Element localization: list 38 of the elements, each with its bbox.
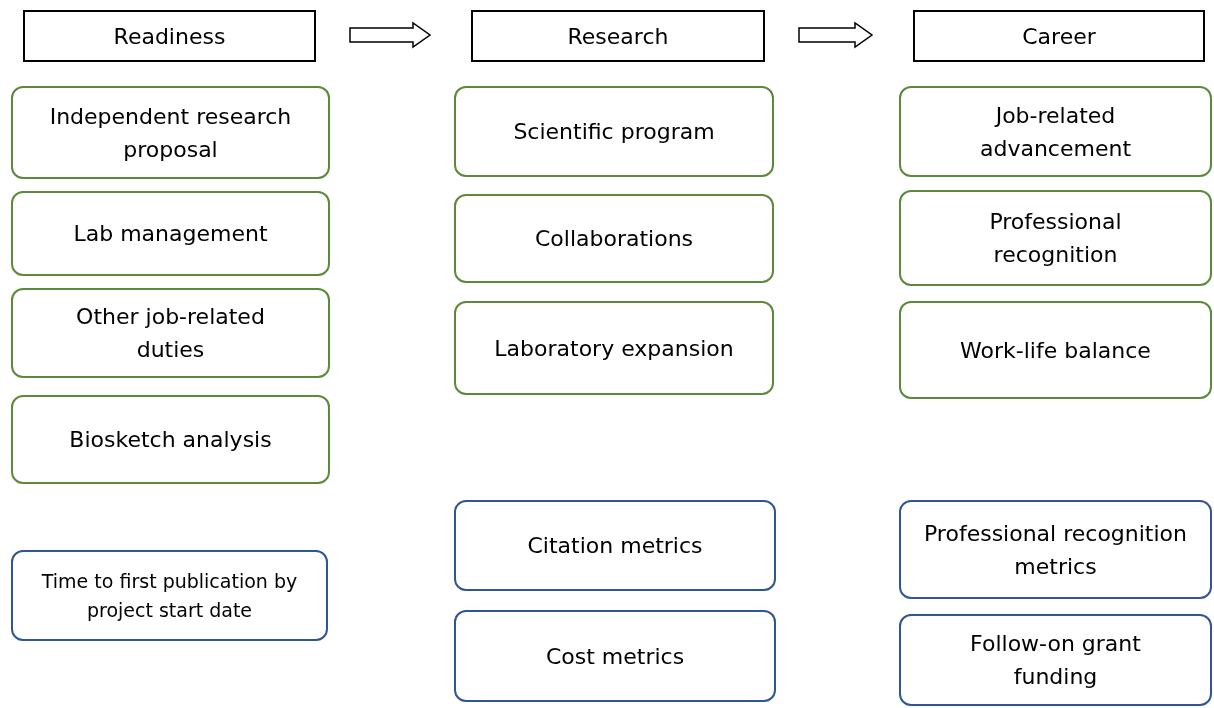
header-box [23,10,316,62]
box-label: Independent research proposal [48,102,293,164]
rounded-box [11,86,330,179]
box-label: Citation metrics [526,532,704,560]
rounded-box [454,301,774,395]
block-arrow [798,21,874,49]
box-label: Cost metrics [544,642,686,671]
box-label: Lab management [72,220,269,248]
block-arrow [349,21,432,49]
rounded-box [454,500,776,591]
box-label: Job-related advancement [978,101,1133,163]
rounded-box [454,610,776,702]
rounded-box [11,395,330,484]
rounded-box [899,190,1212,286]
box-label: Readiness [112,23,227,49]
rounded-box [454,86,774,177]
box-label: Follow-on grant funding [969,630,1142,691]
box-label: Professional recognition [988,208,1123,269]
box-label: Biosketch analysis [68,426,273,454]
rounded-box [454,194,774,283]
header-box [913,10,1205,62]
box-label: Work-life balance [959,336,1152,365]
box-label: Other job-related duties [75,303,266,364]
box-label: Scientific program [512,118,716,146]
rounded-box [11,191,330,276]
rounded-box [899,500,1212,599]
box-label: Time to first publication by project start date [40,569,299,623]
box-label: Career [1021,23,1097,49]
box-label: Professional recognition metrics [923,519,1188,581]
rounded-box [899,301,1212,399]
rounded-box [899,614,1212,706]
box-label: Collaborations [533,225,695,253]
rounded-box [11,550,328,641]
header-box [471,10,765,62]
rounded-box [899,86,1212,177]
rounded-box [11,288,330,378]
box-label: Research [566,23,670,49]
box-label: Laboratory expansion [493,334,735,363]
